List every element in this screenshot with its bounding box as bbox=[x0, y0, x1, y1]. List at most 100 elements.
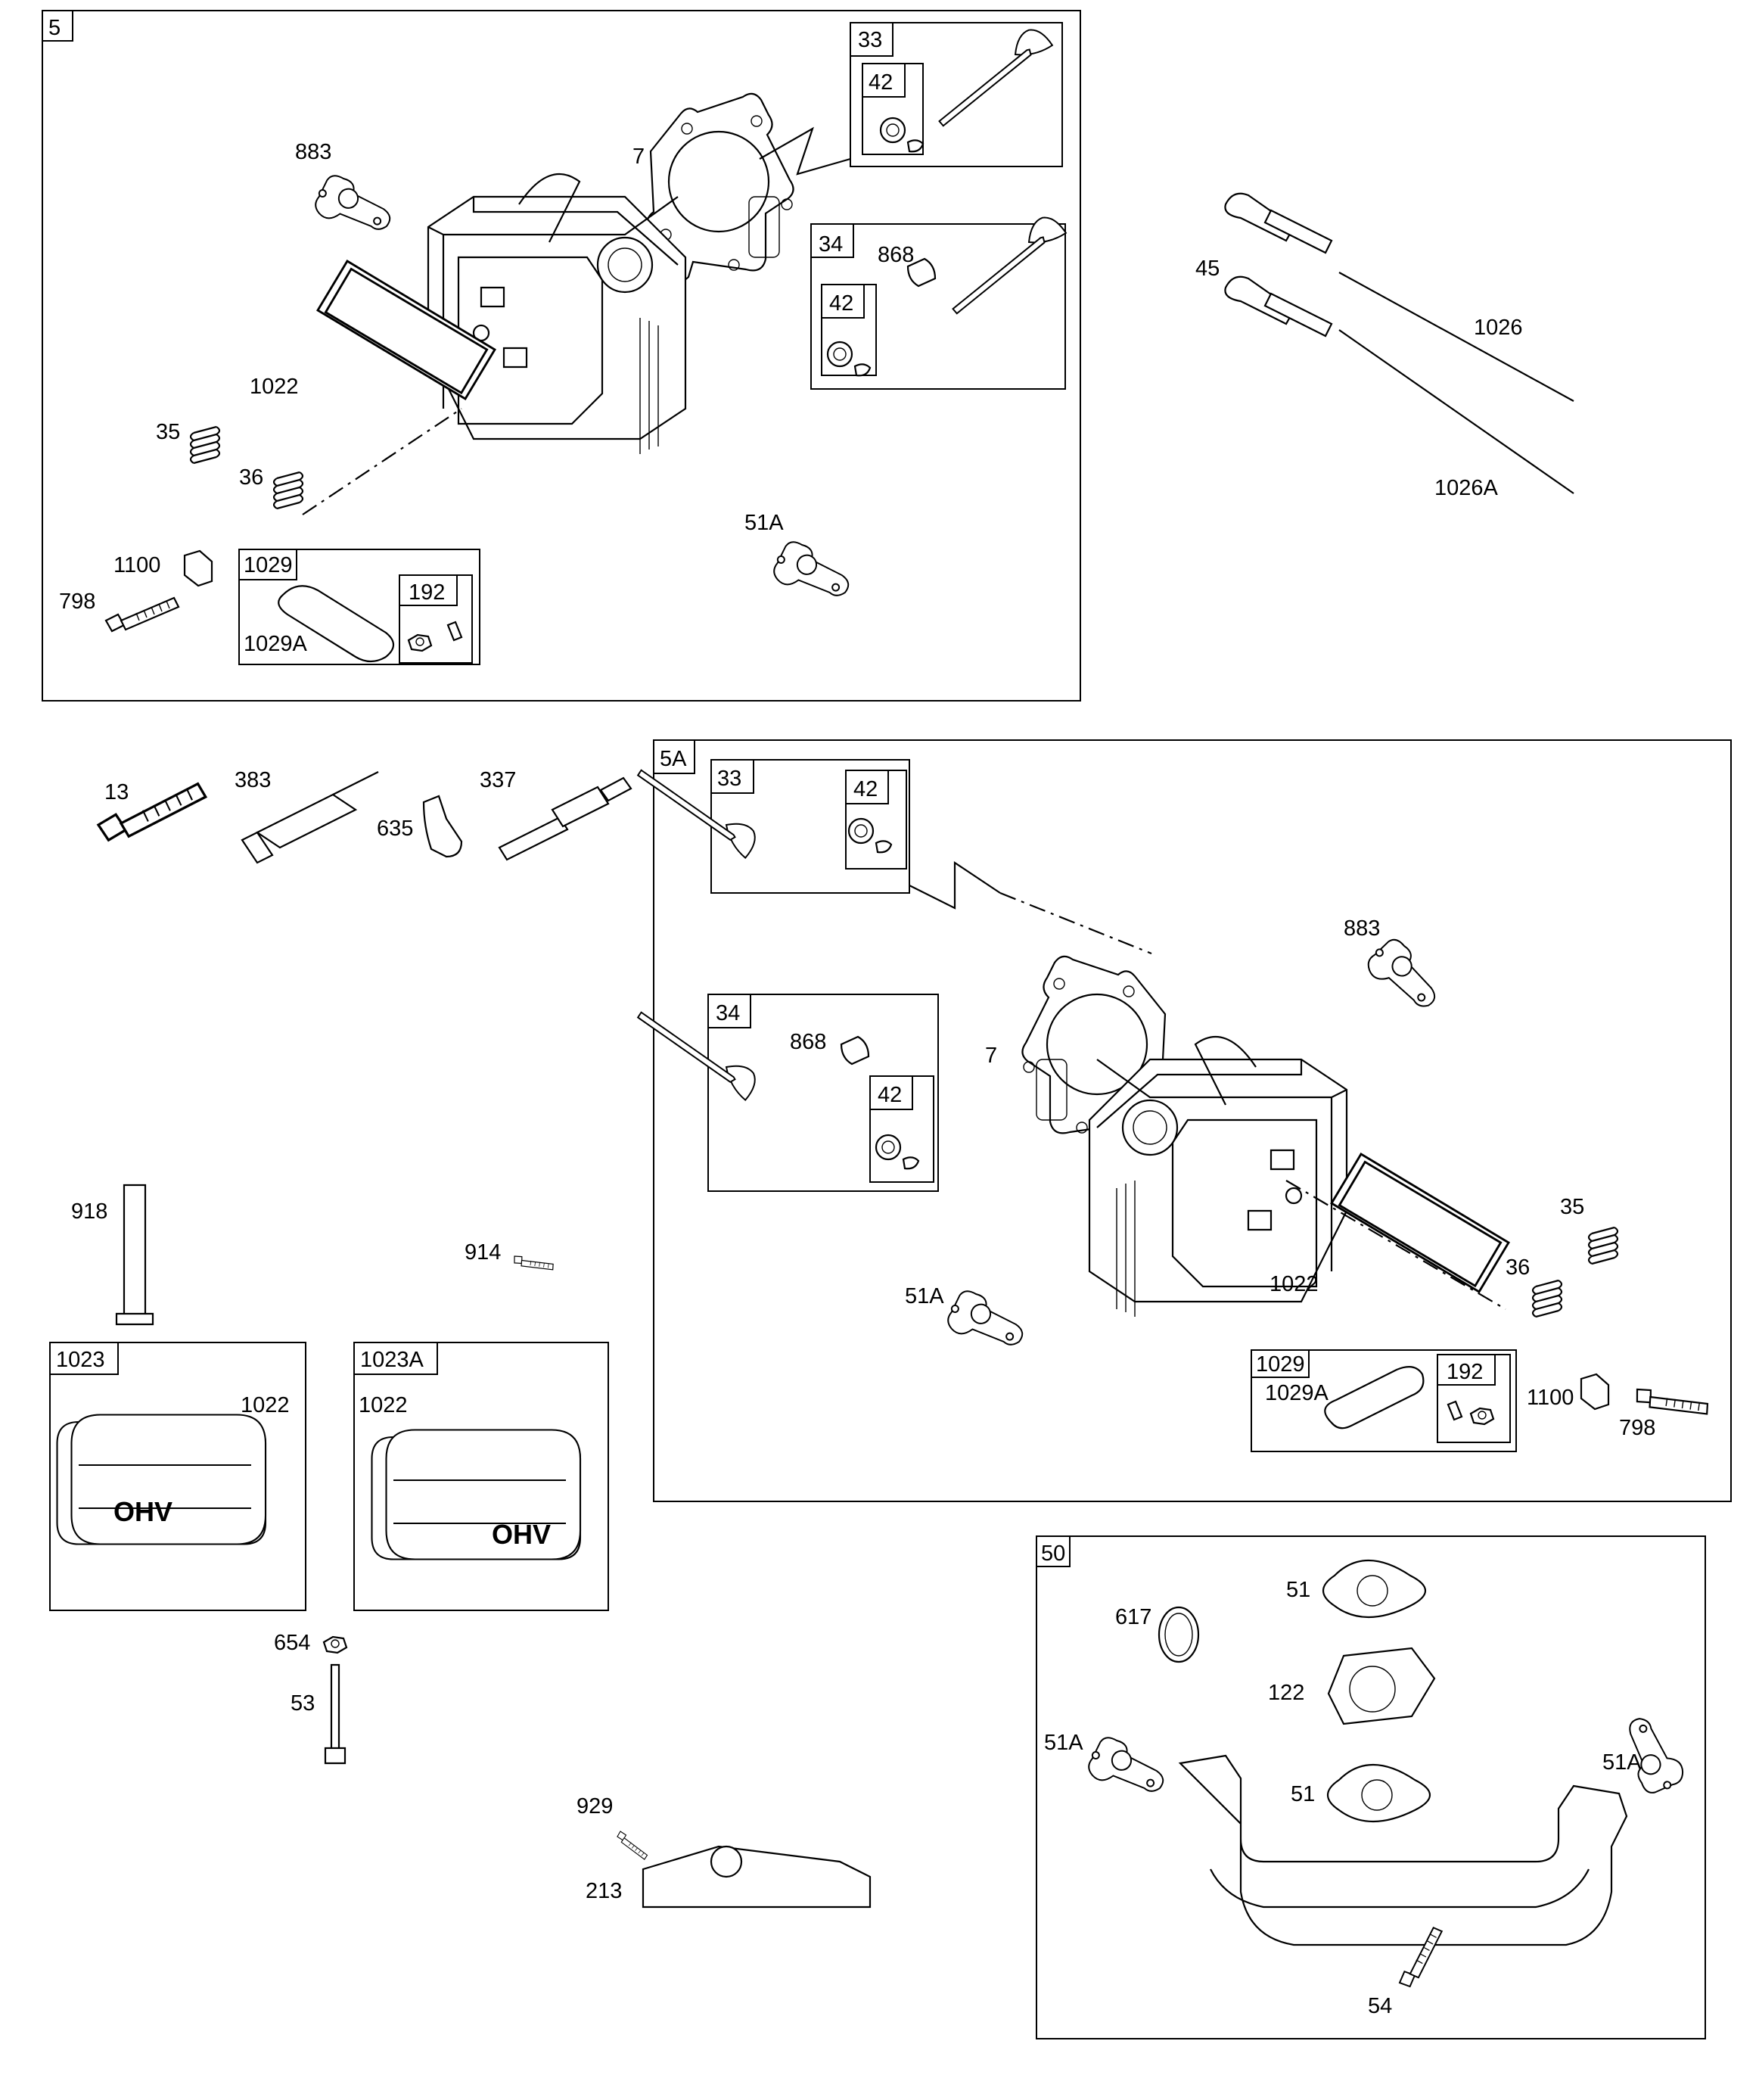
screw-929-icon bbox=[615, 1825, 649, 1866]
rocker-arm-icon bbox=[278, 585, 395, 663]
intake-valve-icon bbox=[936, 212, 1080, 316]
valve-keeper-icon bbox=[879, 117, 925, 153]
label-918: 918 bbox=[71, 1199, 107, 1224]
label-798b: 798 bbox=[1619, 1416, 1655, 1440]
box-42b-label: 42 bbox=[829, 291, 853, 316]
valve-seal-b-icon bbox=[840, 1035, 870, 1066]
exhaust-gasket-b-icon bbox=[943, 1282, 1025, 1356]
label-122: 122 bbox=[1268, 1681, 1304, 1705]
label-868: 868 bbox=[878, 243, 914, 267]
exhaust-manifold-icon bbox=[1178, 1754, 1628, 1946]
box-5-label: 5 bbox=[48, 16, 61, 40]
label-45: 45 bbox=[1195, 257, 1220, 281]
valve-spring-b-icon bbox=[272, 471, 304, 510]
label-1026A: 1026A bbox=[1434, 476, 1499, 500]
label-51A-right: 51A bbox=[1602, 1750, 1642, 1775]
screw-914-icon bbox=[511, 1245, 556, 1282]
rocker-nut-icon bbox=[407, 633, 433, 652]
label-7b: 7 bbox=[985, 1044, 997, 1068]
label-337: 337 bbox=[480, 768, 516, 792]
box-42-label: 42 bbox=[869, 70, 893, 95]
label-7: 7 bbox=[632, 145, 645, 169]
box-34A-label: 34 bbox=[716, 1001, 740, 1025]
label-1100b: 1100 bbox=[1527, 1386, 1574, 1410]
label-1022c: 1022 bbox=[241, 1393, 290, 1417]
nut-654-icon bbox=[322, 1635, 348, 1654]
valve-keeper-d-icon bbox=[875, 1134, 920, 1170]
box-1029-label: 1029 bbox=[244, 553, 293, 577]
leader-dash-4 bbox=[1285, 1180, 1506, 1310]
label-53: 53 bbox=[291, 1691, 315, 1716]
leader-dash-3 bbox=[999, 891, 1152, 955]
box-50-label: 50 bbox=[1041, 1542, 1065, 1566]
label-883: 883 bbox=[295, 140, 331, 164]
rocker-guide-b-icon bbox=[1580, 1373, 1610, 1411]
label-1022d: 1022 bbox=[359, 1393, 408, 1417]
box-34-label: 34 bbox=[819, 232, 843, 257]
label-35b: 35 bbox=[1560, 1195, 1584, 1219]
box-192A-label: 192 bbox=[1447, 1360, 1483, 1384]
cylinder-head-icon bbox=[427, 173, 687, 456]
box-33A-frame: 33 42 bbox=[636, 736, 910, 894]
valve-keeper-b-icon bbox=[826, 341, 872, 377]
label-635: 635 bbox=[377, 817, 413, 841]
exhaust-gasket-icon bbox=[769, 533, 851, 607]
bracket-213-icon bbox=[642, 1845, 872, 1909]
box-42c-label: 42 bbox=[853, 777, 878, 801]
label-213: 213 bbox=[586, 1879, 622, 1903]
valve-keeper-c-icon bbox=[847, 817, 893, 854]
box-1023-frame: 1023 1022 OHV bbox=[49, 1342, 306, 1611]
label-883b: 883 bbox=[1344, 916, 1380, 941]
box-1023A-label: 1023A bbox=[360, 1348, 424, 1372]
heat-shield-122-icon bbox=[1327, 1647, 1436, 1725]
box-42d-label: 42 bbox=[878, 1083, 902, 1107]
box-34-frame: 34 42 868 bbox=[810, 212, 1080, 390]
label-383: 383 bbox=[235, 768, 271, 792]
label-35: 35 bbox=[156, 420, 180, 444]
valve-spring-icon bbox=[189, 425, 221, 465]
cover-gasket-b-icon bbox=[1330, 1153, 1510, 1293]
tappet-icon bbox=[1224, 192, 1333, 338]
intake-gasket-b-icon bbox=[1362, 935, 1444, 1009]
stud-53-icon bbox=[324, 1663, 347, 1765]
exhaust-gasket-51A-left-icon bbox=[1083, 1728, 1166, 1803]
break-line-b bbox=[909, 860, 1001, 910]
box-5-frame: 5 bbox=[42, 10, 1081, 702]
box-1023-label: 1023 bbox=[56, 1348, 105, 1372]
rocker-nut-b-icon bbox=[1469, 1407, 1495, 1426]
valve-spring-d-icon bbox=[1531, 1279, 1563, 1318]
box-1029-frame: 1029 192 1029A bbox=[238, 549, 480, 665]
label-798: 798 bbox=[59, 590, 95, 614]
label-914: 914 bbox=[465, 1240, 501, 1265]
box-50-frame: 50 bbox=[1036, 1535, 1706, 2039]
rocker-screw-icon bbox=[446, 621, 463, 642]
exhaust-valve-icon bbox=[922, 24, 1066, 128]
label-1026: 1026 bbox=[1474, 316, 1523, 340]
label-868b: 868 bbox=[790, 1030, 826, 1054]
break-line bbox=[759, 126, 851, 176]
box-33-label: 33 bbox=[858, 28, 882, 52]
label-51-top: 51 bbox=[1286, 1578, 1310, 1602]
breather-tube-icon bbox=[115, 1184, 154, 1326]
box-5A-label: 5A bbox=[660, 747, 687, 771]
box-1029A-frame: 1029 192 1029A bbox=[1251, 1349, 1517, 1452]
spark-plug-icon bbox=[498, 776, 632, 861]
label-13: 13 bbox=[104, 780, 129, 804]
label-1022: 1022 bbox=[250, 375, 299, 399]
leader-dash-2 bbox=[302, 408, 462, 515]
box-33-frame: 33 42 bbox=[850, 22, 1066, 167]
box-1023A-frame: 1023A 1022 OHV bbox=[353, 1342, 609, 1611]
label-51A-left: 51A bbox=[1044, 1731, 1083, 1755]
intake-gasket-icon bbox=[310, 166, 393, 241]
intake-valve-b-icon bbox=[636, 978, 764, 1127]
label-51-mid: 51 bbox=[1291, 1782, 1315, 1806]
rocker-guide-icon bbox=[183, 549, 213, 587]
rocker-bolt-icon bbox=[104, 596, 180, 633]
label-54: 54 bbox=[1368, 1994, 1392, 2018]
badge-ohv: OHV bbox=[113, 1496, 172, 1527]
label-51A: 51A bbox=[744, 511, 784, 535]
exhaust-gasket-51-mid-icon bbox=[1326, 1764, 1431, 1822]
label-654: 654 bbox=[274, 1631, 310, 1655]
rocker-arm-b-icon bbox=[1324, 1366, 1425, 1430]
